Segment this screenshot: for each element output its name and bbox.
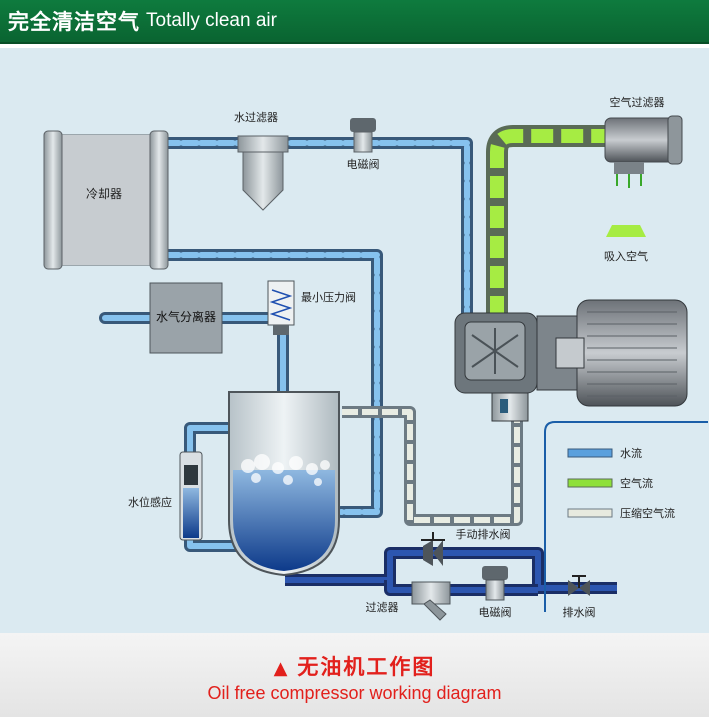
intake-air-label: 吸入空气: [604, 249, 648, 263]
legend-item-air: 空气流: [567, 476, 653, 490]
air-filter: 空气过滤器: [604, 95, 683, 188]
drain-valve: 排水阀: [563, 575, 596, 619]
footer-title-cn: 无油机工作图: [297, 655, 436, 679]
compressed-air-pipes: [342, 406, 523, 526]
legend-label-air: 空气流: [620, 476, 653, 490]
legend-label-water: 水流: [620, 446, 642, 460]
cooler: 冷却器: [43, 130, 169, 270]
header-title-en: Totally clean air: [146, 10, 277, 31]
page-footer: ▲ 无油机工作图 Oil free compressor working diag…: [0, 633, 709, 717]
water-filter: 水过滤器: [234, 111, 289, 211]
page-header: 完全清洁空气 Totally clean air: [0, 0, 709, 44]
legend-item-compressed-air: 压缩空气流: [567, 506, 675, 520]
legend: 水流 空气流 压缩空气流: [544, 421, 708, 612]
separator-label: 水气分离器: [156, 309, 216, 324]
manual-drain-label: 手动排水阀: [456, 527, 511, 541]
air-filter-label: 空气过滤器: [610, 95, 665, 109]
min-pressure-label: 最小压力阀: [301, 290, 356, 304]
min-pressure-valve: 最小压力阀: [267, 280, 356, 335]
level-sensor: 水位感应: [128, 451, 203, 541]
legend-swatch-air: [567, 478, 613, 488]
footer-title-cn-line: ▲ 无油机工作图: [0, 651, 709, 681]
intake-air-pipe: [486, 125, 605, 318]
solenoid-valve-bottom: 电磁阀: [479, 566, 512, 619]
solenoid-top-label: 电磁阀: [347, 157, 380, 171]
manual-drain-valve: 手动排水阀: [421, 527, 511, 566]
triangle-icon: ▲: [273, 658, 290, 679]
legend-swatch-water: [567, 448, 613, 458]
water-tank: [228, 391, 340, 577]
cooler-label: 冷却器: [86, 187, 122, 201]
drain-pipes: [285, 547, 617, 596]
level-sensor-label: 水位感应: [128, 495, 172, 509]
intake-air-indicator: 吸入空气: [604, 225, 648, 263]
legend-item-water: 水流: [567, 446, 642, 460]
legend-swatch-compressed-air: [567, 508, 613, 518]
solenoid-bottom-label: 电磁阀: [479, 605, 512, 619]
legend-label-compressed-air: 压缩空气流: [620, 506, 675, 520]
tank-bubbles: [241, 454, 330, 486]
motor: [536, 299, 688, 407]
strainer-label: 过滤器: [366, 601, 399, 614]
solenoid-valve-top: 电磁阀: [347, 118, 380, 171]
compressor-head: [454, 312, 538, 422]
header-title-cn: 完全清洁空气: [8, 10, 140, 34]
water-filter-label: 水过滤器: [234, 111, 278, 124]
drain-valve-label: 排水阀: [563, 605, 596, 619]
strainer: 过滤器: [366, 581, 451, 621]
footer-title-en: Oil free compressor working diagram: [207, 683, 502, 703]
water-gas-separator: 水气分离器: [149, 282, 223, 354]
